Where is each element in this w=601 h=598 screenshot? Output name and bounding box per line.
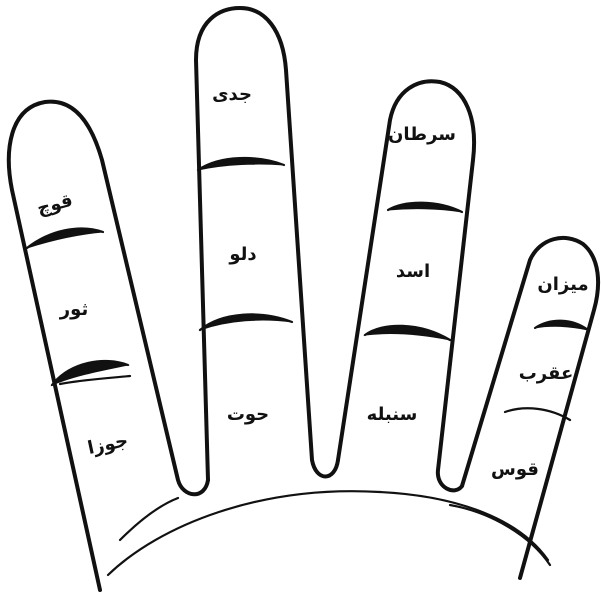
index-label-bottom: جوزا — [86, 430, 130, 459]
middle-label-top: جدی — [212, 84, 252, 105]
ring-label-top: سرطان — [388, 124, 456, 145]
palm-arc-left — [120, 498, 178, 540]
index-crease-1 — [27, 229, 103, 248]
index-label-top: قوچ — [35, 190, 75, 220]
little-label-middle: عقرب — [519, 363, 574, 384]
palm-arc-right — [450, 505, 550, 565]
little-crease-2 — [505, 408, 570, 420]
little-label-top: میزان — [537, 274, 588, 295]
middle-label-bottom: حوت — [227, 404, 269, 425]
middle-label-middle: دلو — [228, 244, 256, 265]
index-finger-outline — [9, 102, 208, 590]
palm-arc-outer — [108, 491, 548, 575]
ring-label-bottom: سنبله — [367, 404, 418, 425]
index-label-middle: ثور — [59, 299, 88, 320]
little-label-bottom: قوس — [491, 459, 539, 480]
ring-label-middle: اسد — [396, 261, 430, 282]
